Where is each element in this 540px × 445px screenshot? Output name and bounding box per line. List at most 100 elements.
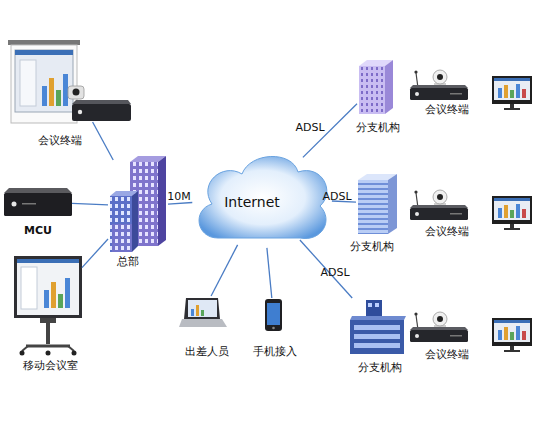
building-roof [350,316,406,320]
node-label: 总部 [117,255,139,268]
link-label: 10M [167,190,191,203]
network-link [168,203,192,205]
chart-bar [56,90,61,106]
board-base [26,345,70,348]
internet-cloud: Internet [192,148,332,248]
node-label: 分支机构 [350,240,394,253]
terminal-body [72,104,131,121]
mcu-top [4,188,72,193]
building-front [358,180,388,234]
building-annex [112,224,132,252]
board-mount [40,318,56,323]
building-window [368,303,372,307]
phone-node: 手机接入 [264,298,283,332]
laptop-screen [188,300,217,317]
terminal-node: 会议终端 [8,40,133,122]
terminal-node: 会议终端 [408,312,532,344]
branch-node: 分支机构 [357,58,393,114]
mcu-slot [22,203,36,205]
branch-building [359,60,393,114]
building-window [375,303,379,307]
building-windows [354,343,400,348]
chart-bar [191,309,194,316]
terminal-top [72,100,131,104]
building-side [385,60,393,114]
chart-bar [201,310,204,316]
building-front [110,196,132,252]
mobile-board [14,256,82,356]
laptop-base [179,319,227,327]
node-label: 会议终端 [425,225,469,238]
network-link [82,239,108,268]
node-label: 出差人员 [185,345,229,358]
node-label: 手机接入 [253,345,297,358]
phone-screen [267,303,280,325]
branch-node: 分支机构 [349,298,406,354]
node-label: MCU [24,224,52,237]
network-link [211,245,238,296]
terminal-and-monitor [410,190,532,230]
chart-bar [65,278,70,308]
laptop [179,298,227,327]
conference-terminal [68,86,131,121]
board-wheel [20,351,25,356]
terminal-node: 会议终端 [408,72,532,102]
node-label: 会议终端 [38,134,82,147]
mobile-room-node: 移动会议室 [14,256,82,354]
screen-surface [11,45,77,123]
terminal-logo [78,110,82,114]
board-frame [14,256,82,318]
building-side [388,174,397,234]
terminal-node: 会议终端 [408,190,532,222]
chart-bar [58,294,63,308]
building-windows [354,325,400,330]
board-screen [17,259,79,315]
camera-lens [73,89,80,96]
hq-building [110,156,166,252]
board-leg [68,346,74,351]
chart-bar [63,74,68,106]
link-label: ADSL [295,121,324,134]
side-panel [20,60,36,106]
network-link [72,203,108,204]
chart-bar [49,78,54,106]
node-label: 分支机构 [356,121,400,134]
phone-button [272,327,275,330]
phone-body [265,299,282,331]
building-side [132,191,138,252]
chart-bar [196,305,199,316]
network-link [300,240,352,298]
node-label: 分支机构 [358,361,402,374]
mcu-logo [12,202,17,207]
mcu-body [4,193,72,216]
link-label: ADSL [320,266,349,279]
board-wheel [46,351,51,356]
projector-screen [8,40,80,123]
branch-building [350,300,406,354]
camera [68,86,84,99]
board-wheel [72,351,77,356]
mcu-device [4,188,72,216]
window-bar [15,50,73,55]
chart-bar [42,86,47,106]
side-panel [21,267,37,309]
building-front [350,320,404,354]
terminal-and-monitor [410,312,532,352]
branch-node: 分支机构 [356,172,398,234]
building-windows [354,334,400,339]
chart-bar [51,282,56,308]
link-label: ADSL [322,190,351,203]
building-side [158,156,166,246]
branch-building [358,174,397,234]
traveler-node: 出差人员 [179,296,227,327]
network-link [93,122,114,160]
screen-bar [8,40,80,45]
network-link [267,248,272,298]
building-front [359,66,385,114]
screen-image [15,50,73,112]
node-label: 移动会议室 [23,359,78,372]
node-label: Internet [224,194,280,211]
mcu-node: MCU [4,188,72,216]
node-label: 会议终端 [425,348,469,361]
